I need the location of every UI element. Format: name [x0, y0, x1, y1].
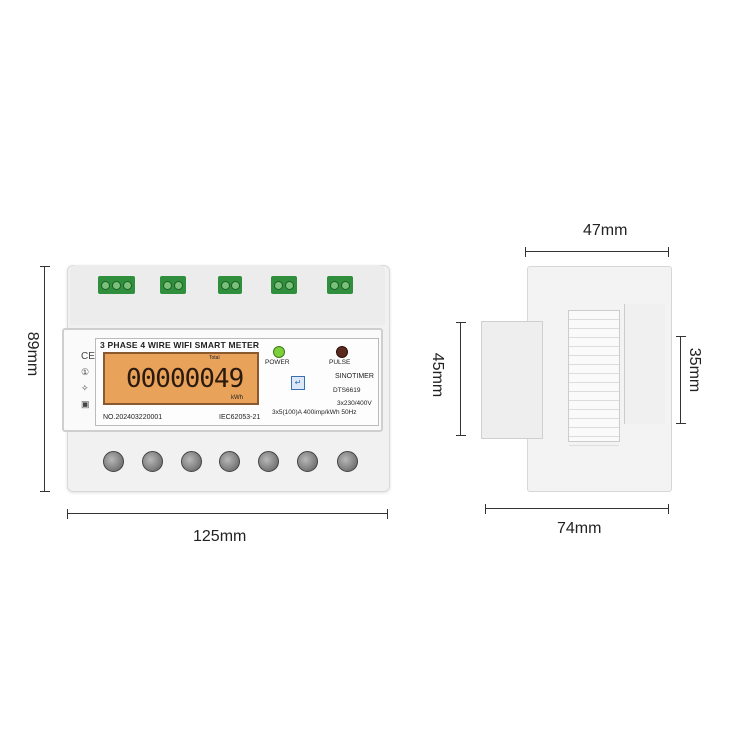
- pulse-label: PULSE: [329, 359, 351, 366]
- bottom-screw-2: [142, 451, 163, 472]
- side-bottom-tick-left: [485, 504, 486, 514]
- pulse-led-icon: [336, 346, 348, 358]
- bottom-screw-1: [103, 451, 124, 472]
- side-left-height-line: [460, 322, 461, 436]
- side-left-tick-top: [456, 322, 466, 323]
- side-bottom-depth-label: 74mm: [557, 520, 602, 537]
- info-circle-icon: ①: [81, 367, 90, 377]
- side-top-dimension-line: [525, 251, 669, 252]
- width-dimension-tick-left: [67, 509, 68, 519]
- height-dimension-tick-bottom: [40, 491, 50, 492]
- bottom-screw-4: [219, 451, 240, 472]
- meter-side-label-panel: [568, 310, 620, 446]
- meter-side-din-clip: [624, 304, 665, 424]
- side-left-height-label: 45mm: [429, 352, 446, 398]
- lcd-unit: kWh: [231, 395, 243, 401]
- three-phase-icon: ✧: [81, 383, 89, 393]
- meter-title: 3 PHASE 4 WIRE WIFI SMART METER: [100, 340, 260, 350]
- side-right-tick-bottom: [676, 423, 686, 424]
- side-bottom-dimension-line: [485, 508, 669, 509]
- power-led-icon: [273, 346, 285, 358]
- side-right-tick-top: [676, 336, 686, 337]
- side-top-tick-left: [525, 247, 526, 257]
- height-dimension-line: [44, 266, 45, 492]
- bottom-screw-7: [337, 451, 358, 472]
- lcd-reading: 00000049: [126, 364, 244, 394]
- bottom-screw-5: [258, 451, 279, 472]
- power-label: POWER: [265, 359, 290, 366]
- brand-label: SINOTIMER: [335, 373, 374, 380]
- terminal-block-1: [98, 276, 135, 294]
- terminal-block-4: [271, 276, 297, 294]
- meter-side-front-protrusion: [481, 321, 543, 439]
- bottom-screw-3: [181, 451, 202, 472]
- side-top-depth-label: 47mm: [583, 222, 628, 239]
- lcd-display: [103, 352, 259, 405]
- front-width-label: 125mm: [193, 528, 247, 545]
- terminal-block-2: [160, 276, 186, 294]
- front-height-label: 89mm: [24, 331, 41, 377]
- side-top-tick-right: [668, 247, 669, 257]
- standard-label: IEC62053-21: [219, 414, 261, 421]
- rating-label: 3x5(100)A 400imp/kWh 50Hz: [272, 409, 357, 416]
- meter-top-terminal-cover: [70, 265, 385, 325]
- serial-number: NO.202403220001: [103, 414, 163, 421]
- terminal-block-3: [218, 276, 242, 294]
- width-dimension-line: [67, 513, 388, 514]
- width-dimension-tick-right: [387, 509, 388, 519]
- voltage-label: 3x230/400V: [337, 400, 372, 407]
- lcd-total-label: Total: [209, 355, 220, 361]
- double-insulation-icon: ▣: [81, 399, 90, 409]
- model-label: DTS6619: [333, 387, 361, 394]
- setup-button-icon[interactable]: ↵: [291, 376, 305, 390]
- bottom-screw-6: [297, 451, 318, 472]
- side-right-height-line: [680, 336, 681, 424]
- side-left-tick-bottom: [456, 435, 466, 436]
- terminal-block-5: [327, 276, 353, 294]
- side-bottom-tick-right: [668, 504, 669, 514]
- height-dimension-tick-top: [40, 266, 50, 267]
- side-right-height-label: 35mm: [686, 347, 703, 393]
- ce-mark-icon: CE: [81, 351, 95, 362]
